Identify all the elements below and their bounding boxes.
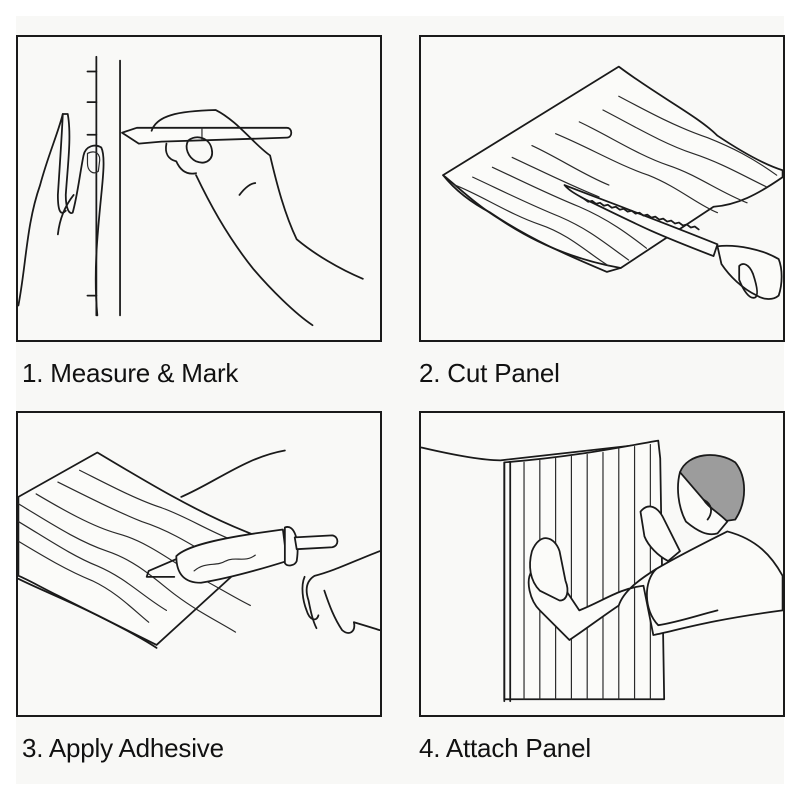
step-2-label: 2. Cut Panel — [419, 358, 560, 388]
step-2-illustration-frame — [419, 35, 785, 342]
hand-marking-line-with-pencil-against-ruler-icon — [18, 55, 364, 327]
step-4-label: 4. Attach Panel — [419, 733, 591, 763]
step-4-illustration-frame — [419, 411, 785, 717]
adhesive-tube-on-panel-back-icon — [18, 449, 380, 649]
person-pressing-panel-to-wall-icon — [421, 439, 783, 703]
serrated-knife-cutting-ribbed-panel-icon — [442, 65, 783, 300]
step-3-illustration-frame — [16, 411, 382, 717]
step-1-illustration-frame — [16, 35, 382, 342]
step-3-label: 3. Apply Adhesive — [22, 733, 224, 763]
step-1-label: 1. Measure & Mark — [22, 358, 239, 388]
